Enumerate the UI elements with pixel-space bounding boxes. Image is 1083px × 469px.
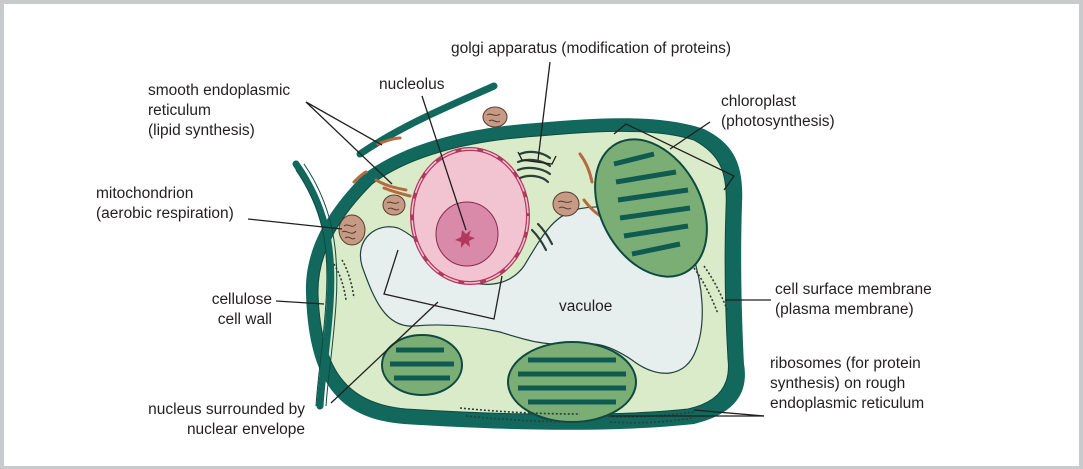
cell-wall-label: cellulose cell wall <box>212 290 272 330</box>
mitochondrion-label: mitochondrion (aerobic respiration) <box>96 184 234 224</box>
mitochondrion-label-line: mitochondrion <box>96 184 234 204</box>
golgi-label: golgi apparatus (modification of protein… <box>451 39 731 59</box>
chloroplast-label-line: chloroplast <box>721 92 835 112</box>
cell-wall-label-line: cellulose <box>212 290 272 310</box>
ribosomes-label-line: ribosomes (for protein <box>770 354 924 374</box>
membrane-label: cell surface membrane (plasma membrane) <box>775 280 932 320</box>
nucleolus-label: nucleolus <box>379 75 445 95</box>
ribosomes-label: ribosomes (for protein synthesis) on rou… <box>770 354 924 414</box>
nucleus-label: nucleus surrounded by nuclear envelope <box>148 400 305 440</box>
smooth-er-label-line: reticulum <box>148 101 290 121</box>
chloroplast-label-line: (photosynthesis) <box>721 112 835 132</box>
smooth-er-label: smooth endoplasmic reticulum (lipid synt… <box>148 81 290 141</box>
smooth-er-label-line: (lipid synthesis) <box>148 121 290 141</box>
chloroplast-label: chloroplast (photosynthesis) <box>721 92 835 132</box>
nucleus-label-line: nuclear envelope <box>148 420 305 440</box>
chloroplast-bottom-center <box>508 342 636 422</box>
nucleus-label-line: nucleus surrounded by <box>148 400 305 420</box>
nucleus <box>412 149 528 283</box>
vacuole-label: vaculoe <box>559 297 612 317</box>
ribosomes-label-line: endoplasmic reticulum <box>770 394 924 414</box>
cell-wall-label-line: cell wall <box>212 310 272 330</box>
membrane-label-line: cell surface membrane <box>775 280 932 300</box>
ribosomes-label-line: synthesis) on rough <box>770 374 924 394</box>
smooth-er-label-line: smooth endoplasmic <box>148 81 290 101</box>
mitochondrion-label-line: (aerobic respiration) <box>96 204 234 224</box>
membrane-label-line: (plasma membrane) <box>775 300 932 320</box>
